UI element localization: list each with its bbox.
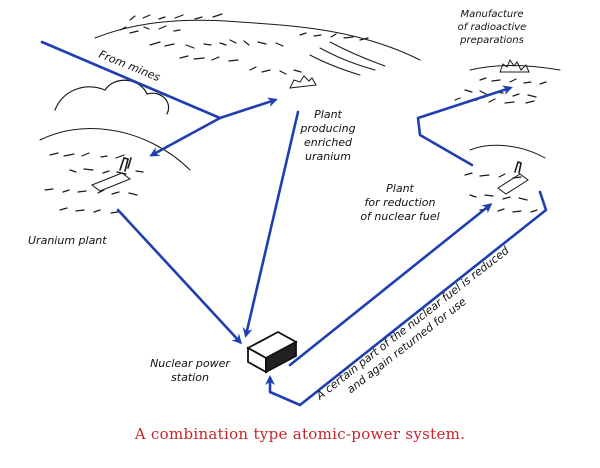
label-plant-enriched-uranium: Plant producing enriched uranium	[299, 108, 355, 163]
svg-text:of nuclear fuel: of nuclear fuel	[360, 210, 439, 223]
arrow-enriched-plant-to-station	[242, 110, 300, 338]
figure-caption: A combination type atomic-power system.	[134, 425, 466, 443]
landscape-sketch-reduction-plant	[464, 144, 546, 213]
arrow-mines-to-uranium-plant	[149, 116, 222, 157]
label-manufacture: Manufacture of radioactive preparations	[458, 9, 527, 46]
svg-text:for reduction: for reduction	[365, 196, 436, 209]
svg-text:station: station	[171, 371, 209, 384]
svg-text:Plant: Plant	[386, 182, 414, 195]
label-fuel-returned: A certain part of the nuclear fuel is re…	[313, 243, 512, 403]
svg-text:Manufacture: Manufacture	[460, 9, 523, 20]
landscape-sketch-top	[94, 13, 421, 89]
label-uranium-plant: Uranium plant	[28, 234, 107, 247]
svg-text:of radioactive: of radioactive	[458, 22, 527, 33]
arrow-reduction-to-manufacture	[416, 85, 513, 167]
arrow-station-to-reduction-plant	[288, 203, 493, 367]
arrow-return-to-station	[265, 190, 548, 407]
svg-text:uranium: uranium	[305, 150, 351, 163]
svg-text:Nuclear power: Nuclear power	[150, 357, 231, 370]
svg-text:preparations: preparations	[459, 35, 524, 46]
label-plant-reduction: Plant for reduction of nuclear fuel	[360, 182, 439, 223]
flow-arrows	[40, 40, 548, 407]
svg-text:and again returned for use: and again returned for use	[345, 295, 469, 396]
landscape-sketch-uranium-plant	[39, 79, 191, 214]
svg-text:enriched: enriched	[304, 136, 353, 149]
arrow-uranium-plant-to-station	[116, 208, 243, 345]
svg-text:Plant: Plant	[314, 108, 342, 121]
label-nuclear-power-station: Nuclear power station	[150, 357, 231, 384]
nuclear-power-station-icon	[246, 330, 298, 374]
landscape-sketch-radioactive	[454, 58, 561, 104]
svg-text:producing: producing	[299, 122, 355, 135]
